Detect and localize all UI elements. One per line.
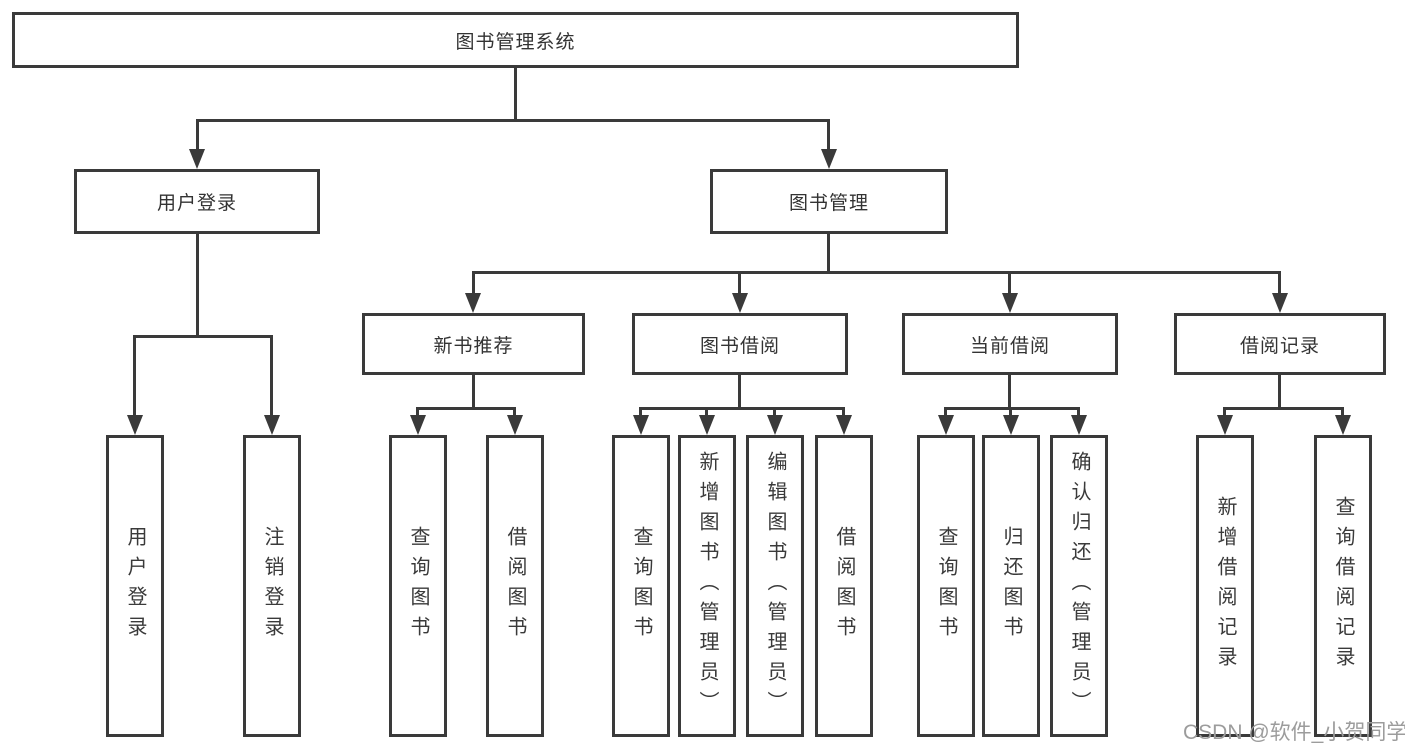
- leaf-label: 新增借阅记录: [1214, 496, 1236, 676]
- connector-line: [1077, 407, 1080, 418]
- leaf-edit-books-admin: 编辑图书（管理员）: [746, 435, 804, 737]
- arrowhead-icon: [1002, 293, 1018, 313]
- connector-line: [196, 119, 199, 152]
- connector-line: [842, 407, 845, 418]
- connector-line: [472, 271, 475, 296]
- leaf-label: 注销登录: [261, 526, 283, 646]
- connector-line: [196, 234, 199, 338]
- arrowhead-icon: [1272, 293, 1288, 313]
- connector-line: [1008, 271, 1011, 296]
- connector-line: [639, 407, 845, 410]
- leaf-label: 确认归还（管理员）: [1068, 451, 1090, 721]
- csdn-watermark: CSDN @软件_小贺同学: [1183, 721, 1405, 744]
- connector-line: [133, 335, 136, 417]
- arrowhead-icon: [1003, 415, 1019, 435]
- leaf-add-books-admin: 新增图书（管理员）: [678, 435, 736, 737]
- connector-line: [133, 335, 273, 338]
- leaf-return-books: 归还图书: [982, 435, 1040, 737]
- leaf-label: 查询图书: [630, 526, 652, 646]
- leaf-label: 用户登录: [124, 526, 146, 646]
- connector-line: [773, 407, 776, 418]
- connector-line: [1009, 407, 1012, 418]
- leaf-query-books-3: 查询图书: [917, 435, 975, 737]
- arrowhead-icon: [507, 415, 523, 435]
- arrowhead-icon: [767, 415, 783, 435]
- leaf-logout: 注销登录: [243, 435, 301, 737]
- connector-line: [513, 407, 516, 418]
- leaf-label: 借阅图书: [504, 526, 526, 646]
- connector-line: [705, 407, 708, 418]
- leaf-label: 借阅图书: [833, 526, 855, 646]
- arrowhead-icon: [189, 149, 205, 169]
- arrowhead-icon: [1335, 415, 1351, 435]
- node-book-borrow: 图书借阅: [632, 313, 848, 375]
- arrowhead-icon: [1217, 415, 1233, 435]
- connector-line: [1278, 271, 1281, 296]
- arrowhead-icon: [1071, 415, 1087, 435]
- leaf-label: 查询图书: [407, 526, 429, 646]
- leaf-query-borrow-record: 查询借阅记录: [1314, 435, 1372, 737]
- leaf-label: 编辑图书（管理员）: [764, 451, 786, 721]
- leaf-label: 查询借阅记录: [1332, 496, 1354, 676]
- connector-line: [944, 407, 1080, 410]
- connector-line: [1223, 407, 1226, 418]
- leaf-confirm-return-admin: 确认归还（管理员）: [1050, 435, 1108, 737]
- connector-line: [472, 375, 475, 410]
- connector-line: [827, 119, 830, 152]
- connector-line: [1341, 407, 1344, 418]
- node-book-management: 图书管理: [710, 169, 948, 234]
- node-root: 图书管理系统: [12, 12, 1019, 68]
- connector-line: [1223, 407, 1344, 410]
- connector-line: [1278, 375, 1281, 410]
- leaf-borrow-books-2: 借阅图书: [815, 435, 873, 737]
- connector-line: [1008, 375, 1011, 410]
- leaf-query-books-2: 查询图书: [612, 435, 670, 737]
- arrowhead-icon: [836, 415, 852, 435]
- arrowhead-icon: [938, 415, 954, 435]
- leaf-label: 新增图书（管理员）: [696, 451, 718, 721]
- node-current-borrow: 当前借阅: [902, 313, 1118, 375]
- arrowhead-icon: [465, 293, 481, 313]
- arrowhead-icon: [127, 415, 143, 435]
- connector-line: [827, 233, 830, 274]
- arrowhead-icon: [732, 293, 748, 313]
- connector-line: [944, 407, 947, 418]
- node-new-book-recommend: 新书推荐: [362, 313, 585, 375]
- arrowhead-icon: [699, 415, 715, 435]
- arrowhead-icon: [633, 415, 649, 435]
- connector-line: [416, 407, 516, 410]
- connector-line: [472, 271, 1281, 274]
- leaf-add-borrow-record: 新增借阅记录: [1196, 435, 1254, 737]
- arrowhead-icon: [821, 149, 837, 169]
- connector-line: [738, 375, 741, 410]
- connector-line: [738, 271, 741, 296]
- connector-line: [270, 335, 273, 417]
- connector-line: [416, 407, 419, 418]
- node-user-login: 用户登录: [74, 169, 320, 234]
- leaf-user-login: 用户登录: [106, 435, 164, 737]
- leaf-borrow-books-1: 借阅图书: [486, 435, 544, 737]
- connector-line: [196, 119, 830, 122]
- arrowhead-icon: [410, 415, 426, 435]
- connector-line: [639, 407, 642, 418]
- leaf-label: 归还图书: [1000, 526, 1022, 646]
- arrowhead-icon: [264, 415, 280, 435]
- connector-line: [514, 68, 517, 122]
- leaf-query-books-1: 查询图书: [389, 435, 447, 737]
- node-borrow-records: 借阅记录: [1174, 313, 1386, 375]
- leaf-label: 查询图书: [935, 526, 957, 646]
